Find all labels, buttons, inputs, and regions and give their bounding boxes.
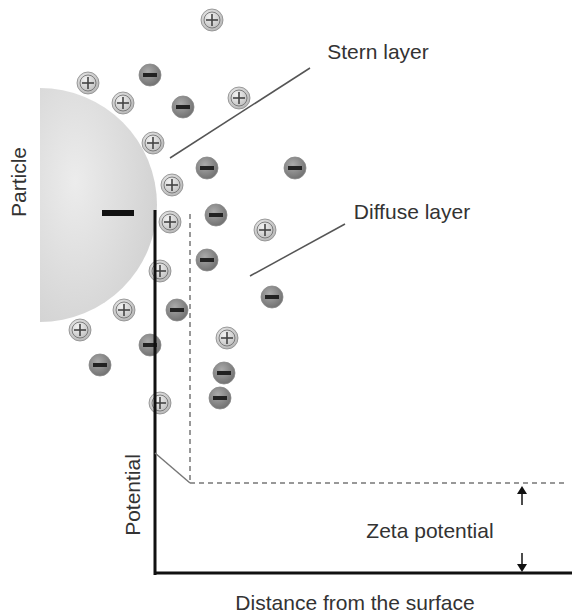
surface-charge-sign xyxy=(102,210,134,216)
anion xyxy=(205,204,227,226)
anion xyxy=(209,387,231,409)
anion xyxy=(139,64,161,86)
anion xyxy=(139,334,161,356)
cation xyxy=(254,219,276,241)
cation xyxy=(77,72,99,94)
cation xyxy=(149,392,171,414)
potential-axis xyxy=(154,210,157,575)
cation xyxy=(201,9,223,31)
cation xyxy=(216,327,238,349)
particle-label: Particle xyxy=(7,147,30,217)
cation xyxy=(149,260,171,282)
anion xyxy=(172,96,194,118)
arrowhead xyxy=(517,564,527,572)
cation xyxy=(159,211,181,233)
anion xyxy=(284,157,306,179)
arrowhead xyxy=(517,486,527,494)
ion-group xyxy=(69,9,306,414)
particle-shape xyxy=(40,88,157,322)
anion xyxy=(89,354,111,376)
shear-plane-line xyxy=(189,214,191,483)
cation xyxy=(112,92,134,114)
anion xyxy=(213,362,235,384)
layer-label: Diffuse layer xyxy=(354,200,470,223)
potential-curve xyxy=(155,453,190,483)
zeta-label: Zeta potential xyxy=(366,519,493,542)
potential-curve xyxy=(190,482,568,484)
cation xyxy=(228,87,250,109)
cation xyxy=(69,319,91,341)
anion xyxy=(196,157,218,179)
distance-axis xyxy=(154,572,572,575)
anion xyxy=(261,286,283,308)
anion xyxy=(196,249,218,271)
leader-line xyxy=(250,224,345,276)
axis-label: Potential xyxy=(121,454,144,536)
anion xyxy=(166,299,188,321)
axis-label: Distance from the surface xyxy=(235,591,474,614)
layer-label: Stern layer xyxy=(327,40,429,63)
cation xyxy=(113,299,135,321)
cation xyxy=(161,174,183,196)
cation xyxy=(142,132,164,154)
leader-line xyxy=(170,68,310,158)
